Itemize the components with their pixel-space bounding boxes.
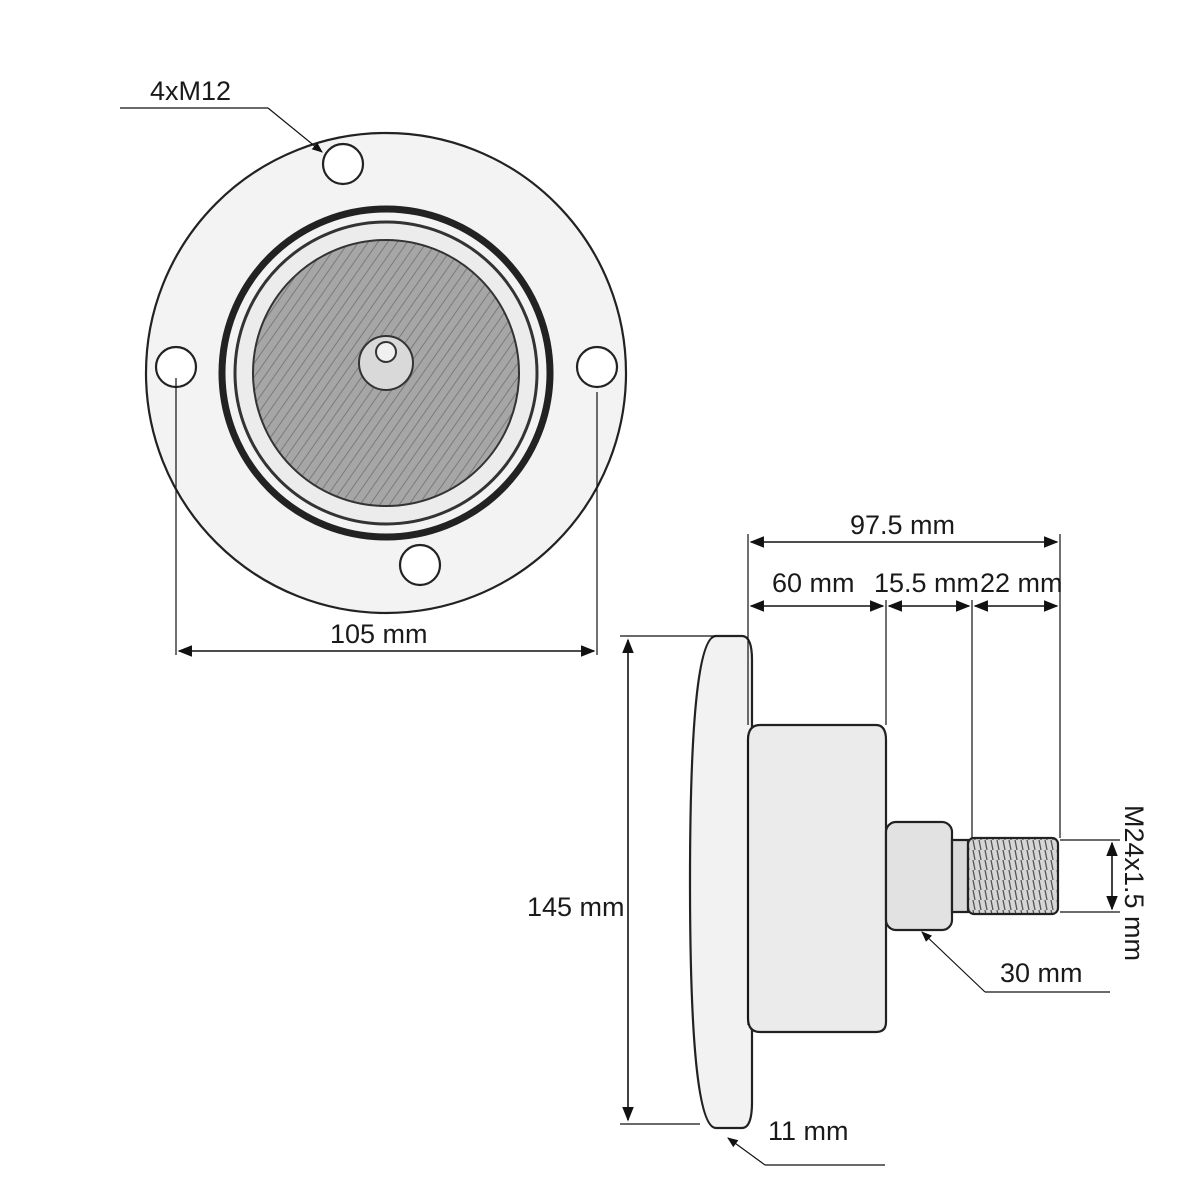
front-view [144, 131, 628, 615]
flange-disc [688, 634, 754, 1130]
total-length-label: 97.5 mm [850, 510, 955, 540]
neck-length-label: 15.5 mm [874, 568, 979, 598]
seal-ring-outer [218, 205, 554, 541]
thread-spec-label: M24x1.5 mm [1119, 805, 1149, 961]
thread-neck [950, 838, 970, 914]
shaft-diameter-callout: 30 mm [921, 931, 1110, 993]
flange-width-dimension: 105 mm [175, 378, 598, 657]
segment-dimensions: 60 mm 15.5 mm 22 mm [749, 568, 1063, 838]
center-nozzle [375, 341, 397, 363]
total-length-dimension: 97.5 mm [747, 510, 1061, 838]
thread-length-label: 22 mm [980, 568, 1063, 598]
flange-thickness-label: 11 mm [768, 1116, 849, 1146]
flange-height-dimension: 145 mm [527, 635, 716, 1125]
thread-spec-dimension: M24x1.5 mm [1060, 805, 1149, 961]
bolt-holes-callout: 4xM12 [120, 76, 323, 153]
flange-width-label: 105 mm [330, 619, 428, 649]
shaft [884, 820, 954, 932]
housing-body [746, 723, 888, 1034]
bolt-holes-label: 4xM12 [150, 76, 231, 106]
side-view [688, 634, 1060, 1130]
threaded-stud [966, 836, 1060, 916]
bolt-hole-top [321, 142, 365, 186]
bolt-hole-right [575, 345, 619, 389]
bolt-hole-bottom [398, 543, 442, 587]
flange-height-label: 145 mm [527, 892, 625, 922]
shaft-diameter-label: 30 mm [1000, 958, 1083, 988]
body-length-label: 60 mm [772, 568, 855, 598]
flange-thickness-callout: 11 mm [727, 1116, 885, 1166]
